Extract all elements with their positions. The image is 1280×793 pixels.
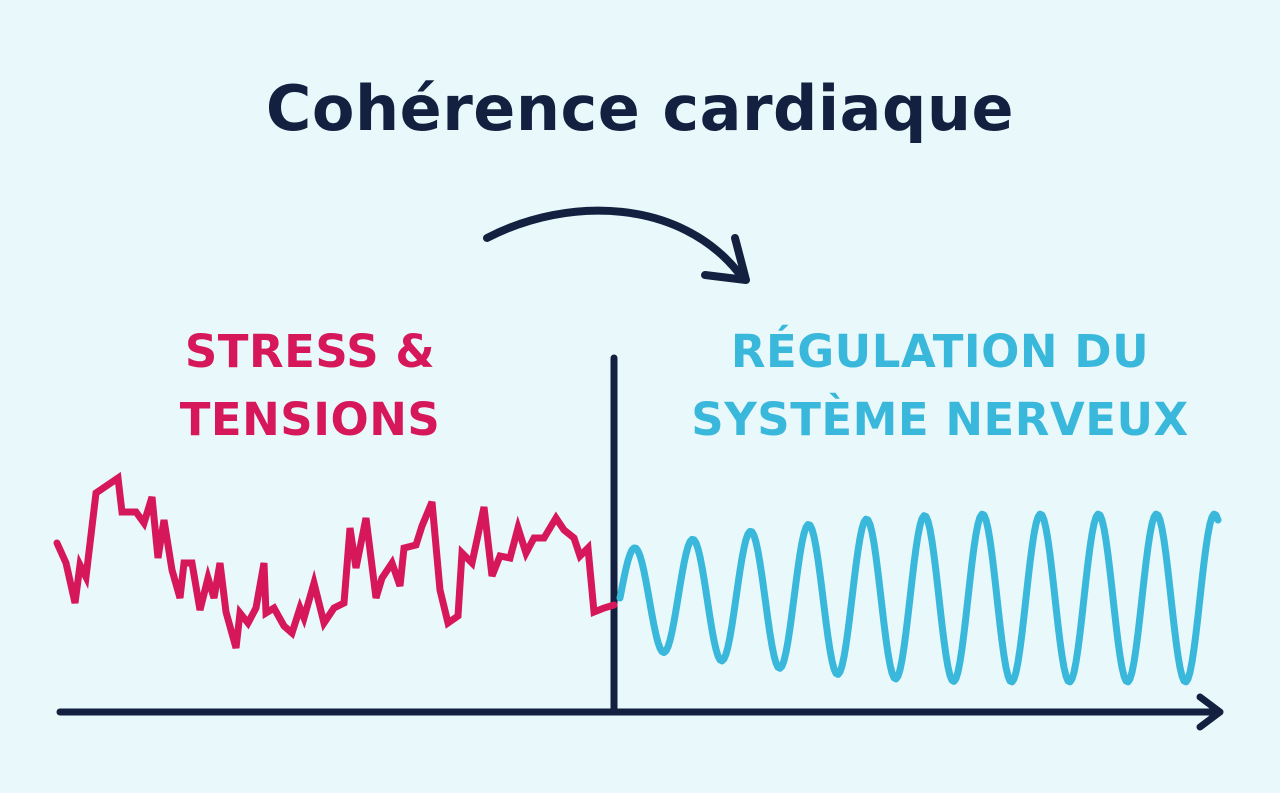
- regulation-label-line2: SYSTÈME NERVEUX: [691, 393, 1189, 446]
- regulation-waveform: [616, 510, 1222, 686]
- regulation-label: RÉGULATION DU SYSTÈME NERVEUX: [640, 318, 1240, 454]
- stress-label-line2: TENSIONS: [179, 393, 441, 446]
- stress-label-line1: STRESS &: [184, 325, 436, 378]
- time-axis: [56, 693, 1224, 731]
- stress-label: STRESS & TENSIONS: [140, 318, 480, 454]
- regulation-label-line1: RÉGULATION DU: [730, 325, 1150, 378]
- arrow-right-icon: [1196, 693, 1224, 731]
- curved-arrow-icon: [483, 206, 750, 284]
- page-title: Cohérence cardiaque: [265, 72, 1015, 145]
- stress-waveform: [53, 471, 618, 649]
